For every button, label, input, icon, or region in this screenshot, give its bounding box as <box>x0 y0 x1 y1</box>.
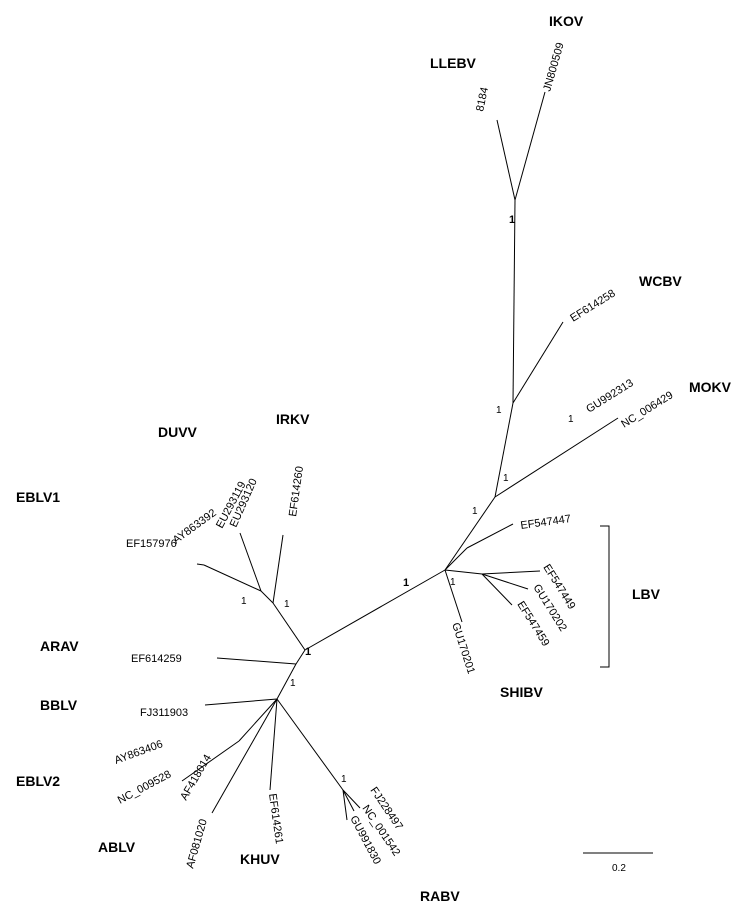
leaf-label-ef614261: EF614261 <box>266 793 285 845</box>
leaf-label-gu170201: GU170201 <box>449 621 477 675</box>
support-value: 1 <box>284 599 290 610</box>
clade-label-eblv2: EBLV2 <box>16 773 60 789</box>
clade-label-ikov: IKOV <box>549 13 584 29</box>
support-value: 1 <box>509 214 515 226</box>
support-value: 1 <box>290 678 296 689</box>
leaf-label-ef614258: EF614258 <box>568 287 617 324</box>
support-value: 1 <box>241 596 247 607</box>
support-value: 1 <box>472 506 478 517</box>
leaf-label-ef614260: EF614260 <box>287 465 306 517</box>
support-value: 1 <box>403 577 409 589</box>
clade-label-arav: ARAV <box>40 638 79 654</box>
clade-label-llebv: LLEBV <box>430 55 477 71</box>
leaf-label-jn800509: JN800509 <box>541 41 566 93</box>
leaf-label-fj311903: FJ311903 <box>140 707 188 719</box>
clade-label-khuv: KHUV <box>240 851 280 867</box>
support-value: 1 <box>305 646 311 658</box>
clade-label-mokv: MOKV <box>689 379 732 395</box>
clade-label-bblv: BBLV <box>40 697 78 713</box>
leaf-label-ay863406: AY863406 <box>113 738 165 767</box>
support-values: 1 1 1 1 1 1 1 1 1 1 1 1 <box>241 214 574 785</box>
clade-label-ablv: ABLV <box>98 839 136 855</box>
leaf-labels: 8184 JN800509 EF614258 GU992313 NC_00642… <box>113 41 675 870</box>
clade-labels: IKOV LLEBV WCBV MOKV IRKV DUVV EBLV1 ARA… <box>16 13 732 904</box>
leaf-label-af418014: AF418014 <box>178 753 214 803</box>
clade-label-lbv: LBV <box>632 586 661 602</box>
support-value: 1 <box>450 577 456 588</box>
support-value: 1 <box>503 473 509 484</box>
leaf-label-ef547447: EF547447 <box>520 513 572 532</box>
support-value: 1 <box>496 405 502 416</box>
leaf-label-ay863392: AY863392 <box>171 507 219 546</box>
clade-label-wcbv: WCBV <box>639 273 682 289</box>
leaf-label-nc006429: NC_006429 <box>619 389 675 430</box>
leaf-label-8184: 8184 <box>474 86 491 112</box>
leaf-label-af081020: AF081020 <box>184 818 210 870</box>
clade-label-eblv1: EBLV1 <box>16 489 60 505</box>
clade-label-rabv: RABV <box>420 888 460 904</box>
leaf-label-ef614259: EF614259 <box>131 653 182 665</box>
leaf-label-nc009528: NC_009528 <box>116 768 173 806</box>
tree-branches <box>181 91 619 821</box>
support-value: 1 <box>568 414 574 425</box>
leaf-label-ef157976: EF157976 <box>126 538 177 550</box>
leaf-label-gu992313: GU992313 <box>584 377 635 415</box>
clade-label-irkv: IRKV <box>276 411 310 427</box>
support-value: 1 <box>341 774 347 785</box>
clade-label-shibv: SHIBV <box>500 684 543 700</box>
scale-bar-label: 0.2 <box>612 863 626 874</box>
clade-label-duvv: DUVV <box>158 424 198 440</box>
